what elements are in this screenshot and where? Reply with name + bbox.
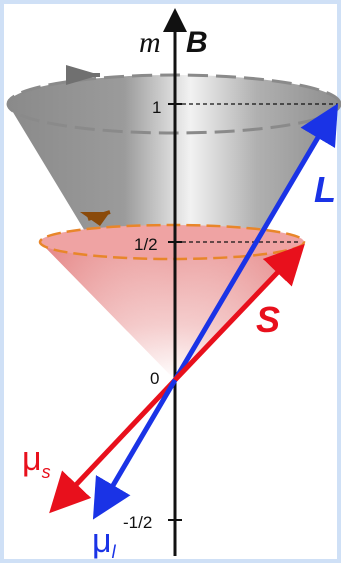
mu-l-label: μl xyxy=(92,522,117,562)
tick-label-1: 1 xyxy=(152,98,161,117)
tick-label-half: 1/2 xyxy=(134,235,158,254)
s-vector xyxy=(173,243,305,382)
lower-precession-ring xyxy=(38,223,306,261)
mu-s-vector xyxy=(49,378,177,514)
mu-l-vector xyxy=(92,378,178,520)
s-label: S xyxy=(256,299,280,340)
m-label: m xyxy=(139,26,161,59)
lower-rotation-arrow-shaft xyxy=(87,210,111,221)
mu-s-label: μs xyxy=(22,440,51,482)
tick-label-0: 0 xyxy=(150,369,159,388)
tick-label-neg-half: -1/2 xyxy=(123,513,152,532)
b-label: B xyxy=(186,26,208,59)
l-vector xyxy=(172,103,339,382)
l-label: L xyxy=(314,169,336,210)
